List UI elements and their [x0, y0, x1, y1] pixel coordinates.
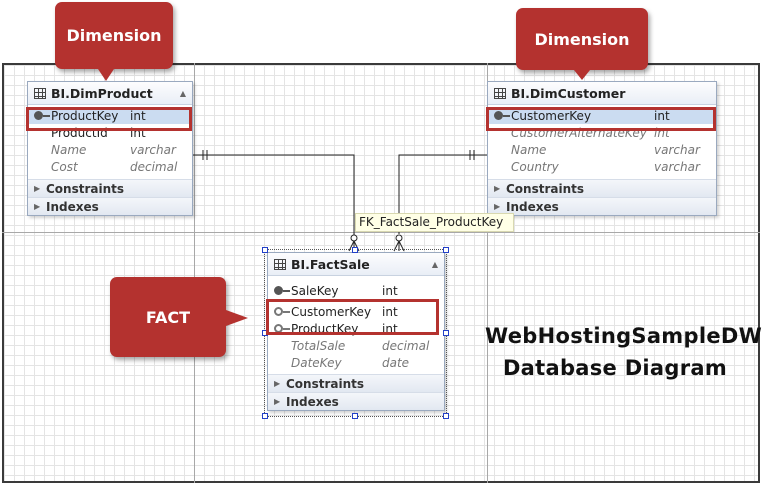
- highlight-box-customer-key: [486, 107, 716, 131]
- connector-customer-fact: [398, 154, 487, 234]
- callout-tail: [574, 70, 590, 80]
- diagram-title-line2: Database Diagram: [502, 356, 728, 380]
- field-type: varchar: [130, 142, 176, 157]
- field-type: varchar: [654, 159, 700, 174]
- resize-handle-top[interactable]: [352, 247, 358, 253]
- field-row[interactable]: ProductKey int: [28, 107, 192, 124]
- collapse-triangle-icon[interactable]: ▲: [179, 88, 186, 98]
- table-header[interactable]: BI.DimProduct ▲: [28, 82, 192, 105]
- field-name: Country: [511, 159, 559, 174]
- primary-key-icon: [34, 111, 50, 120]
- section-constraints[interactable]: ▶ Constraints: [268, 374, 444, 392]
- collapse-triangle-icon[interactable]: ▲: [431, 259, 438, 269]
- field-type: decimal: [382, 338, 430, 353]
- expand-arrow-icon: ▶: [494, 202, 501, 211]
- field-name: TotalSale: [291, 338, 346, 353]
- table-header[interactable]: BI.FactSale ▲: [268, 253, 444, 276]
- section-label: Constraints: [46, 181, 125, 196]
- table-icon: [34, 87, 46, 99]
- callout-tail: [226, 310, 248, 326]
- foreign-key-icon: [274, 307, 290, 316]
- field-name: Name: [511, 142, 547, 157]
- field-row[interactable]: CustomerKey int: [488, 107, 716, 124]
- highlight-box-product-key: [26, 107, 192, 131]
- callout-label: FACT: [145, 307, 191, 327]
- guide-line-vertical-right: [487, 63, 488, 483]
- table-name: BI.FactSale: [291, 256, 370, 272]
- field-type: decimal: [130, 159, 178, 174]
- section-label: Constraints: [506, 181, 585, 196]
- resize-handle-top-right[interactable]: [443, 247, 449, 253]
- expand-arrow-icon: ▶: [34, 202, 41, 211]
- field-row[interactable]: Country varchar: [488, 158, 716, 175]
- field-type: varchar: [654, 142, 700, 157]
- field-row[interactable]: Name varchar: [488, 141, 716, 158]
- field-type: int: [382, 304, 398, 319]
- field-name: CustomerKey: [291, 304, 372, 319]
- field-name: DateKey: [291, 355, 342, 370]
- diagram-title: WebHostingSampleDW Database Diagram: [485, 320, 763, 384]
- section-label: Indexes: [46, 199, 99, 214]
- table-header[interactable]: BI.DimCustomer: [488, 82, 716, 105]
- field-name: CustomerKey: [511, 108, 592, 123]
- field-row[interactable]: SaleKey int: [268, 282, 444, 299]
- table-icon: [274, 258, 286, 270]
- field-type: date: [382, 355, 410, 370]
- primary-key-icon: [494, 111, 510, 120]
- section-label: Indexes: [286, 394, 339, 409]
- table-name: BI.DimProduct: [51, 85, 153, 101]
- highlight-box-fact-keys: [266, 299, 439, 335]
- table-icon: [494, 87, 506, 99]
- field-type: int: [382, 283, 398, 298]
- section-label: Constraints: [286, 376, 365, 391]
- field-name: SaleKey: [291, 283, 339, 298]
- table-dim-customer[interactable]: BI.DimCustomer CustomerKey int CustomerA…: [487, 81, 717, 216]
- field-type: int: [130, 108, 146, 123]
- connector-product-fact: [192, 154, 355, 237]
- primary-key-icon: [274, 286, 290, 295]
- guide-line-vertical-left: [194, 63, 195, 483]
- field-row[interactable]: Cost decimal: [28, 158, 192, 175]
- callout-label: Dimension: [534, 29, 630, 49]
- callout-tail: [98, 69, 114, 81]
- section-label: Indexes: [506, 199, 559, 214]
- guide-line-horizontal: [2, 232, 760, 233]
- table-dim-product[interactable]: BI.DimProduct ▲ ProductKey int ProductId…: [27, 81, 193, 216]
- expand-arrow-icon: ▶: [274, 379, 281, 388]
- expand-arrow-icon: ▶: [494, 184, 501, 193]
- expand-arrow-icon: ▶: [34, 184, 41, 193]
- resize-handle-bottom[interactable]: [352, 413, 358, 419]
- callout-fact: FACT: [110, 277, 226, 357]
- section-indexes[interactable]: ▶ Indexes: [268, 392, 444, 410]
- section-constraints[interactable]: ▶ Constraints: [488, 179, 716, 197]
- field-name: Name: [51, 142, 87, 157]
- callout-dimension-right: Dimension: [516, 8, 648, 70]
- callout-label: Dimension: [66, 26, 162, 45]
- field-row[interactable]: TotalSale decimal: [268, 337, 444, 354]
- section-indexes[interactable]: ▶ Indexes: [28, 197, 192, 215]
- callout-dimension-left: Dimension: [55, 2, 173, 69]
- field-row[interactable]: DateKey date: [268, 354, 444, 371]
- relationship-label[interactable]: FK_FactSale_ProductKey: [355, 213, 515, 232]
- field-type: int: [654, 108, 670, 123]
- table-name: BI.DimCustomer: [511, 85, 626, 101]
- table-fact-sale[interactable]: BI.FactSale ▲ SaleKey int CustomerKey in…: [267, 252, 445, 411]
- resize-handle-top-left[interactable]: [262, 247, 268, 253]
- resize-handle-bottom-right[interactable]: [443, 413, 449, 419]
- resize-handle-right[interactable]: [443, 330, 449, 336]
- section-indexes[interactable]: ▶ Indexes: [488, 197, 716, 215]
- section-constraints[interactable]: ▶ Constraints: [28, 179, 192, 197]
- resize-handle-bottom-left[interactable]: [262, 413, 268, 419]
- field-name: Cost: [51, 159, 78, 174]
- field-row[interactable]: Name varchar: [28, 141, 192, 158]
- field-row[interactable]: CustomerKey int: [268, 303, 444, 320]
- expand-arrow-icon: ▶: [274, 397, 281, 406]
- field-name: ProductKey: [51, 108, 119, 123]
- diagram-title-line1: WebHostingSampleDW: [485, 324, 763, 348]
